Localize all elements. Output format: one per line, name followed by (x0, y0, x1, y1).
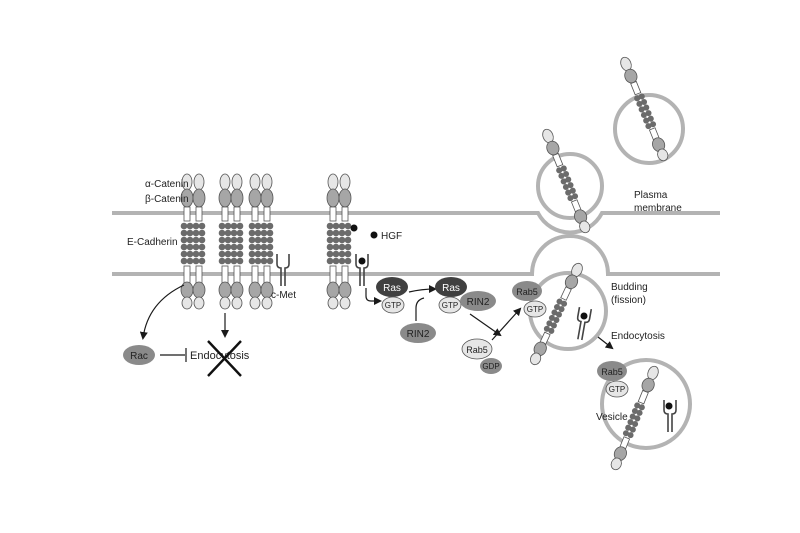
arrow-rab5gdp-to-rab5gtp (491, 307, 522, 341)
rab5-vesicle-node: Rab5 (597, 361, 627, 381)
svg-text:GDP: GDP (482, 362, 499, 371)
vesicle-top-right (613, 93, 685, 165)
receptor-bottom-budding (573, 306, 593, 342)
plasma-membrane-top (112, 211, 720, 235)
svg-text:RIN2: RIN2 (407, 329, 430, 340)
arrow-endocytosis-right (597, 336, 614, 350)
svg-text:GTP: GTP (442, 301, 458, 310)
arrow-cadherin-to-rac (139, 284, 185, 340)
svg-text:Rac: Rac (130, 351, 148, 362)
gdp-node: GDP (480, 358, 502, 374)
svg-text:GTP: GTP (527, 305, 543, 314)
e-cadherin-label: E-Cadherin (127, 237, 178, 248)
internal-vesicle (600, 358, 692, 450)
ras-node-2: Ras (435, 277, 467, 297)
svg-text:GTP: GTP (609, 385, 625, 394)
arrow-ras-to-ras-rin2 (408, 285, 437, 294)
svg-text:Ras: Ras (442, 283, 460, 294)
vesicle-label: Vesicle (596, 412, 628, 423)
arrow-rin2-to-rab5 (469, 313, 502, 337)
blocked-x-mark (207, 340, 242, 377)
budding-vesicle-top (536, 152, 604, 220)
cadherin-complex-3 (248, 173, 274, 310)
gtp-node-2: GTP (438, 296, 462, 314)
gtp-node-4: GTP (605, 380, 629, 398)
ras-node-1: Ras (376, 277, 408, 297)
c-met-label: c-Met (271, 290, 296, 301)
rab5-gtp-node: Rab5 (512, 281, 542, 301)
gtp-node-1: GTP (381, 296, 405, 314)
svg-text:Rab5: Rab5 (516, 287, 538, 297)
rac-node: Rac (123, 345, 155, 365)
rin2-node-complex: RIN2 (460, 291, 496, 311)
rin2-inhibition (415, 297, 425, 321)
budding-label: Budding (611, 282, 648, 293)
rin2-node-free: RIN2 (400, 323, 436, 343)
membrane-label: membrane (634, 203, 682, 214)
hgf-label: HGF (381, 231, 402, 242)
rab5-gdp-node: Rab5 (461, 338, 493, 360)
rac-inhibition (160, 348, 187, 362)
c-met-receptor (276, 253, 290, 287)
fission-label: (fission) (611, 295, 646, 306)
cadherin-complex-2 (218, 173, 244, 310)
beta-catenin-label: β-Catenin (145, 194, 189, 205)
svg-text:Ras: Ras (383, 283, 401, 294)
gtp-node-3: GTP (523, 300, 547, 318)
endocytosis-right-label: Endocytosis (611, 331, 665, 342)
arrow-receptor-to-ras (365, 288, 382, 305)
plasma-label: Plasma (634, 190, 668, 201)
cadherin-complex-4 (326, 173, 352, 310)
hgf-bound-receptor (355, 253, 369, 287)
svg-text:GTP: GTP (385, 301, 401, 310)
endocytosis-blocked-label: Endocytosis (190, 350, 250, 362)
svg-text:RIN2: RIN2 (467, 297, 490, 308)
cadherin-top-right-vesicle (617, 54, 672, 164)
svg-text:Rab5: Rab5 (601, 367, 623, 377)
receptor-internal-vesicle (663, 399, 677, 433)
svg-text:Rab5: Rab5 (466, 345, 488, 355)
hgf-ligand (350, 224, 378, 239)
plasma-membrane-bottom (112, 234, 720, 276)
alpha-catenin-label: α-Catenin (145, 179, 189, 190)
